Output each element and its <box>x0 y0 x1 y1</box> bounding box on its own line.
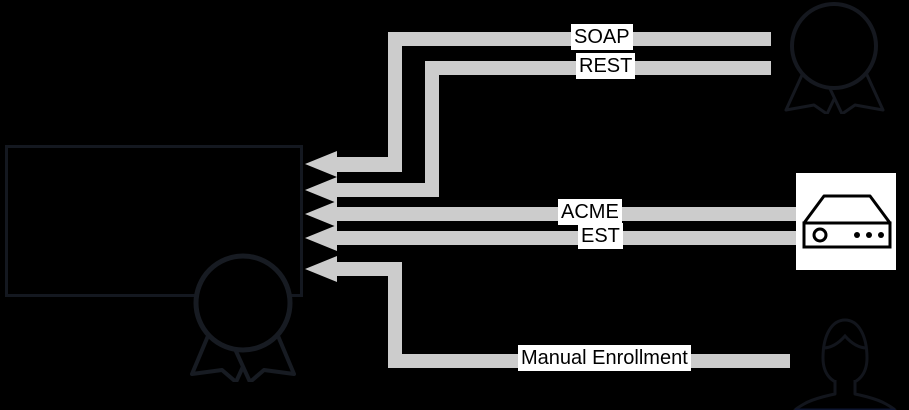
edge-soap-horizontal-bottom <box>337 157 402 172</box>
edge-label-rest: REST <box>576 53 636 79</box>
edge-est-horizontal <box>337 231 796 245</box>
edge-manual-arrowhead <box>305 256 337 282</box>
edge-rest-horizontal-bottom <box>337 183 439 197</box>
edge-manual-vertical <box>388 262 402 368</box>
edge-est-arrowhead <box>305 225 337 251</box>
edge-rest-arrowhead <box>305 177 337 203</box>
edge-label-acme: ACME <box>558 199 622 225</box>
edge-label-manual: Manual Enrollment <box>518 345 691 371</box>
edge-soap-vertical <box>388 32 402 165</box>
edge-label-soap: SOAP <box>571 24 633 50</box>
award-ribbon-icon <box>777 2 892 116</box>
certificate-authority-box[interactable] <box>5 145 303 297</box>
edge-rest-vertical <box>425 61 439 191</box>
server-icon[interactable] <box>800 190 894 252</box>
edge-acme-arrowhead <box>305 201 337 227</box>
award-ribbon-icon <box>178 252 308 384</box>
edge-soap-arrowhead <box>305 151 337 177</box>
edge-manual-horizontal-top <box>337 262 402 276</box>
user-icon <box>790 308 900 410</box>
edge-label-est: EST <box>578 223 623 249</box>
